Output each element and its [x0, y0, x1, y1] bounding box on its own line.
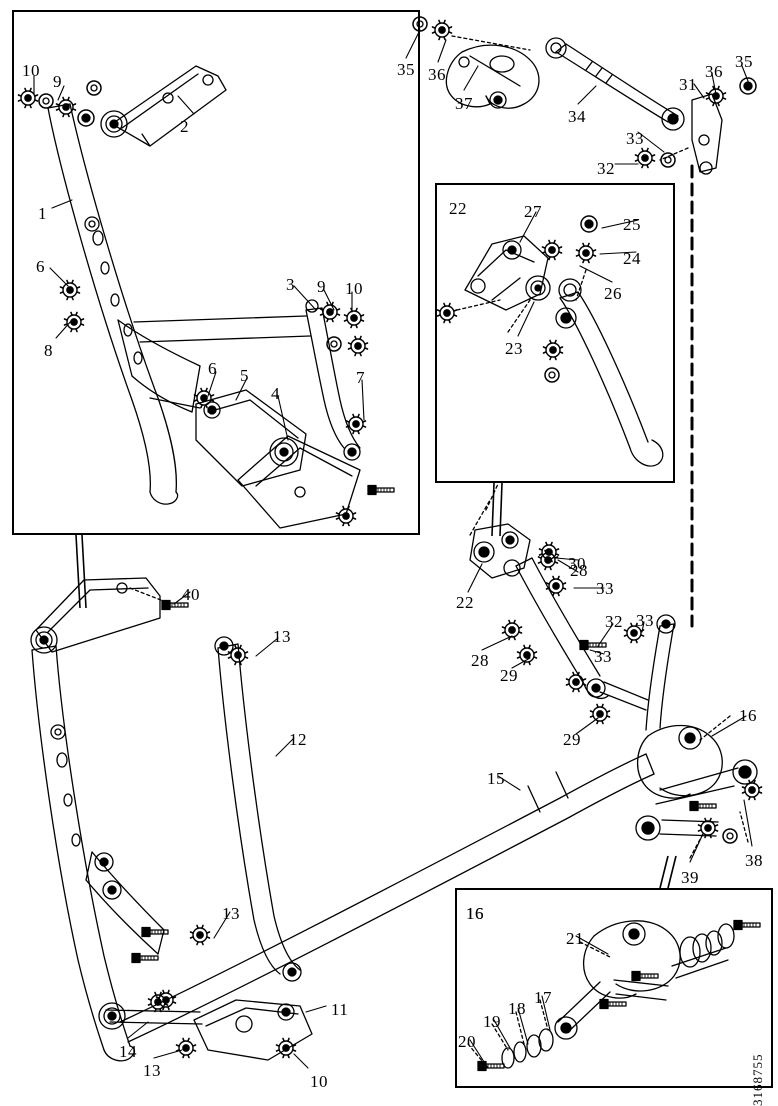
callout-2: 2: [180, 118, 189, 135]
callout-39: 39: [681, 869, 699, 886]
callout-15: 15: [487, 770, 505, 787]
callout-16: 16: [739, 707, 757, 724]
callout-31: 31: [679, 76, 697, 93]
callout-3: 3: [286, 276, 295, 293]
callout-36: 36: [705, 63, 723, 80]
callout-28: 28: [570, 562, 588, 579]
callout-35: 35: [397, 61, 415, 78]
callout-17: 17: [534, 989, 552, 1006]
callout-13: 13: [273, 628, 291, 645]
callout-34: 34: [568, 108, 586, 125]
callout-26: 26: [604, 285, 622, 302]
callout-33: 33: [594, 648, 612, 665]
callout-37: 37: [455, 95, 473, 112]
drawing-reference-number: 3168755: [750, 1054, 766, 1106]
callout-14: 14: [119, 1043, 137, 1060]
callout-24: 24: [623, 250, 641, 267]
callout-27: 27: [524, 203, 542, 220]
callout-10: 10: [310, 1073, 328, 1090]
callout-10: 10: [22, 62, 40, 79]
callout-18: 18: [508, 1000, 526, 1017]
callout-32: 32: [597, 160, 615, 177]
callout-25: 25: [623, 216, 641, 233]
callout-35: 35: [735, 53, 753, 70]
callout-22: 22: [449, 200, 467, 217]
callout-13: 13: [222, 905, 240, 922]
callout-21: 21: [566, 930, 584, 947]
callout-1: 1: [38, 205, 47, 222]
callout-33: 33: [596, 580, 614, 597]
callout-6: 6: [36, 258, 45, 275]
callout-9: 9: [53, 73, 62, 90]
callout-38: 38: [745, 852, 763, 869]
callout-8: 8: [44, 342, 53, 359]
callout-7: 7: [356, 369, 365, 386]
callout-9: 9: [317, 278, 326, 295]
callout-22: 22: [456, 594, 474, 611]
callout-10: 10: [345, 280, 363, 297]
callout-6: 6: [208, 360, 217, 377]
callout-32: 32: [605, 613, 623, 630]
callout-20: 20: [458, 1033, 476, 1050]
callout-11: 11: [331, 1001, 348, 1018]
callout-29: 29: [563, 731, 581, 748]
callout-13: 13: [143, 1062, 161, 1079]
callout-19: 19: [483, 1013, 501, 1030]
callout-12: 12: [289, 731, 307, 748]
callout-28: 28: [471, 652, 489, 669]
callout-23: 23: [505, 340, 523, 357]
panel-label-16: 16: [466, 905, 484, 922]
callout-36: 36: [428, 66, 446, 83]
callout-5: 5: [240, 367, 249, 384]
callout-33: 33: [636, 612, 654, 629]
callout-4: 4: [271, 385, 280, 402]
callout-29: 29: [500, 667, 518, 684]
callout-33: 33: [626, 130, 644, 147]
callout-40: 40: [182, 586, 200, 603]
